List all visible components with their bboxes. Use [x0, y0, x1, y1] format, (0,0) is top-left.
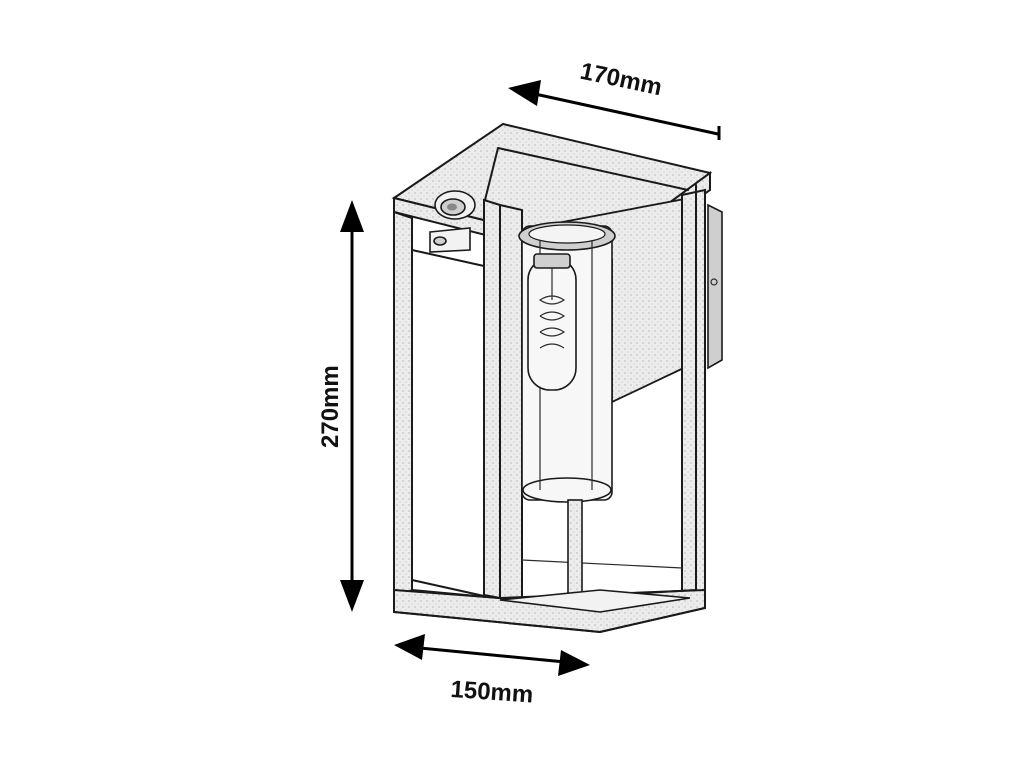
height-arrowhead-top — [340, 200, 364, 232]
wall-plate — [707, 203, 723, 370]
lantern — [391, 122, 723, 634]
depth-dimension: 170mm — [508, 58, 721, 140]
side-frame — [393, 198, 501, 602]
height-arrowhead-bottom — [340, 580, 364, 612]
width-label: 150mm — [450, 676, 534, 709]
width-arrowhead-left — [394, 634, 425, 660]
support-rod — [567, 499, 583, 599]
depth-label: 170mm — [578, 58, 665, 102]
height-dimension: 270mm — [317, 200, 364, 612]
width-arrowhead-right — [558, 650, 590, 676]
bulb — [527, 253, 577, 391]
motion-sensor — [429, 190, 476, 253]
height-label: 270mm — [317, 365, 344, 448]
depth-arrowhead — [508, 80, 541, 106]
width-dimension: 150mm — [394, 634, 590, 709]
base — [393, 588, 706, 634]
